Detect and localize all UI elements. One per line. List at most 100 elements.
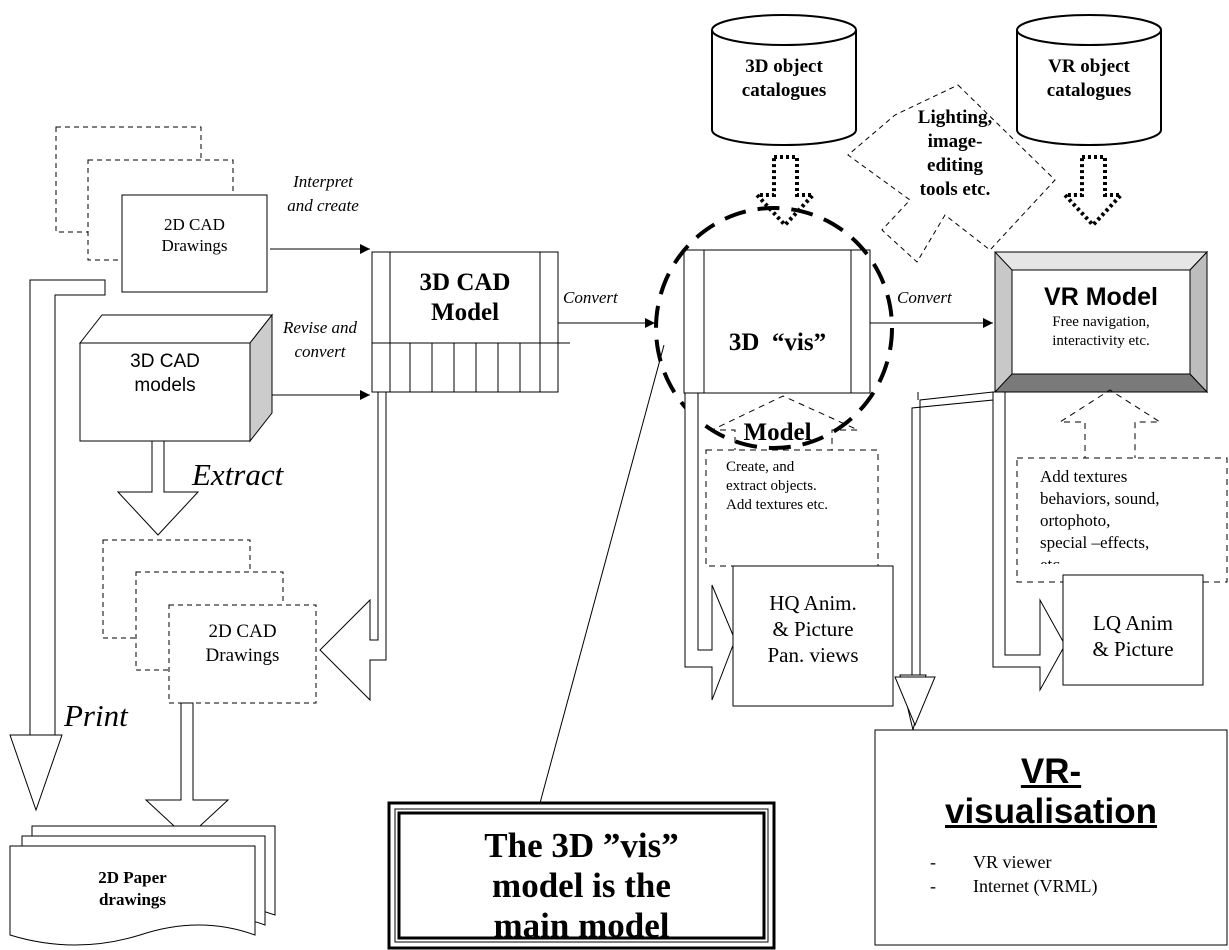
vr-vis-title-line1: VR- [1020, 752, 1082, 791]
interpret-line1: Interpret [293, 172, 353, 191]
add-textures-line3: ortophoto, [1040, 511, 1111, 530]
hq-output-label: HQ Anim. & Picture Pan. views [733, 590, 893, 668]
lq-output-label: LQ Anim & Picture [1063, 610, 1203, 662]
paper-line1: 2D Paper [98, 868, 167, 887]
hq-arrow [684, 392, 736, 701]
vr-vis-item-2: - Internet (VRML) [930, 874, 1097, 898]
add-textures-line1: Add textures [1040, 467, 1128, 486]
bullet-dash: - [930, 876, 936, 896]
revise-line1: Revise and [282, 318, 358, 337]
vr-model-box [993, 250, 1209, 394]
create-line1: Create, and [726, 459, 795, 475]
add-textures-note-text: Add textures behaviors, sound, ortophoto… [1040, 466, 1159, 564]
create-note-text: Create, and extract objects. Add texture… [726, 458, 828, 515]
interpret-label: Interpret and create [268, 170, 378, 218]
create-line2: extract objects. [726, 478, 817, 494]
add-textures-line5: etc. [1040, 554, 1159, 564]
vr-visualisation-box [874, 729, 1228, 946]
vr-vis-title-line2: visualisation [944, 792, 1158, 831]
catalog-3d-label: 3D object catalogues [712, 55, 856, 103]
drawings-2d-top-line2: Drawings [161, 236, 228, 255]
drawings-2d-mid-line2: Drawings [205, 645, 280, 666]
cad-model-line2: Model [430, 299, 500, 326]
hq-line3: Pan. views [767, 643, 859, 667]
catalog-3d-line1: 3D object [745, 56, 823, 77]
lighting-line2: image- [927, 131, 983, 152]
extract-arrow [116, 440, 200, 536]
vr-vis-item-2-text: Internet (VRML) [973, 876, 1098, 896]
vis-model-label: 3D “vis” Model [704, 268, 851, 478]
convert-label-1: Convert [563, 288, 618, 307]
drawings-2d-mid-label: 2D CAD Drawings [169, 620, 316, 668]
main-note-line1: The 3D ”vis” [484, 826, 679, 865]
print-arrow-mid [144, 702, 230, 839]
drawings-2d-top-box [121, 194, 268, 293]
lighting-label: Lighting, image- editing tools etc. [900, 106, 1010, 202]
drawings-2d-top-label: 2D CAD Drawings [122, 214, 267, 256]
vis-model-line1: 3D “vis” [728, 329, 827, 356]
cad-models-line1: 3D CAD [130, 351, 200, 372]
catalog-vr-label: VR object catalogues [1017, 55, 1161, 103]
drawings-2d-mid-line1: 2D CAD [208, 621, 277, 642]
hq-line2: & Picture [772, 617, 854, 641]
catalog-cylinder-3d [711, 14, 857, 146]
hq-output-box [732, 565, 894, 707]
lighting-callout [847, 84, 1056, 263]
lighting-line4: tools etc. [919, 179, 991, 200]
extract-label: Extract [192, 457, 284, 492]
catalog-arrow-vr [1060, 155, 1126, 228]
lighting-line3: editing [927, 155, 983, 176]
catalog-vr-line1: VR object [1048, 56, 1130, 77]
paper-drawings-label: 2D Paper drawings [10, 867, 255, 911]
add-textures-note-box [1016, 457, 1228, 583]
cad-models-line2: models [134, 375, 196, 396]
drawings-2d-top-line1: 2D CAD [164, 215, 225, 234]
interpret-line2: and create [287, 196, 359, 215]
catalog-arrow-3d [752, 155, 818, 228]
vr-vis-item-1: - VR viewer [930, 850, 1097, 874]
cad-model-label: 3D CAD Model [390, 268, 540, 328]
catalog-vr-line2: catalogues [1046, 80, 1132, 101]
add-textures-line2: behaviors, sound, [1040, 489, 1160, 508]
vis-model-highlight [654, 206, 894, 450]
paper-line2: drawings [98, 890, 167, 909]
catalog-3d-line2: catalogues [741, 80, 827, 101]
vr-model-sub-line1: Free navigation, [1052, 314, 1150, 330]
lq-line1: LQ Anim [1093, 611, 1173, 635]
main-note-line3: main model [493, 906, 670, 945]
revise-line2: convert [294, 342, 346, 361]
print-label: Print [64, 698, 128, 733]
catalog-cylinder-vr [1016, 14, 1162, 146]
convert-label-2: Convert [897, 288, 952, 307]
vis-model-line2: Model [743, 419, 812, 446]
lq-line2: & Picture [1092, 637, 1174, 661]
lighting-line1: Lighting, [917, 107, 993, 128]
paper-drawings [9, 825, 276, 946]
lq-output-box [1062, 574, 1204, 686]
lq-arrow [992, 391, 1066, 692]
main-note-text: The 3D ”vis” model is the main model [399, 826, 764, 946]
add-textures-line4: special –effects, [1040, 533, 1150, 552]
create-note-box [705, 449, 879, 567]
cad-return-arrow [319, 391, 387, 702]
hq-line1: HQ Anim. [769, 591, 857, 615]
bullet-dash: - [930, 852, 936, 872]
print-arrow [9, 734, 63, 812]
vr-visualisation-title: VR- visualisation [875, 752, 1227, 832]
create-line3: Add textures etc. [726, 497, 829, 513]
revise-label: Revise and convert [265, 316, 375, 364]
vis-model-box [683, 249, 871, 394]
vr-model-title: VR Model [1044, 283, 1158, 311]
cad-models-label: 3D CAD models [80, 350, 250, 398]
cad-model-box [371, 251, 570, 393]
cad-models-cube [78, 313, 274, 443]
vr-model-subtitle: Free navigation, interactivity etc. [1012, 313, 1190, 351]
main-note-box [387, 801, 776, 950]
main-note-line2: model is the [492, 866, 671, 905]
vr-vis-item-1-text: VR viewer [973, 852, 1052, 872]
vr-vis-list: - VR viewer - Internet (VRML) [930, 850, 1097, 898]
vr-model-sub-line2: interactivity etc. [1052, 333, 1150, 349]
drawings-2d-mid-box [168, 604, 317, 704]
